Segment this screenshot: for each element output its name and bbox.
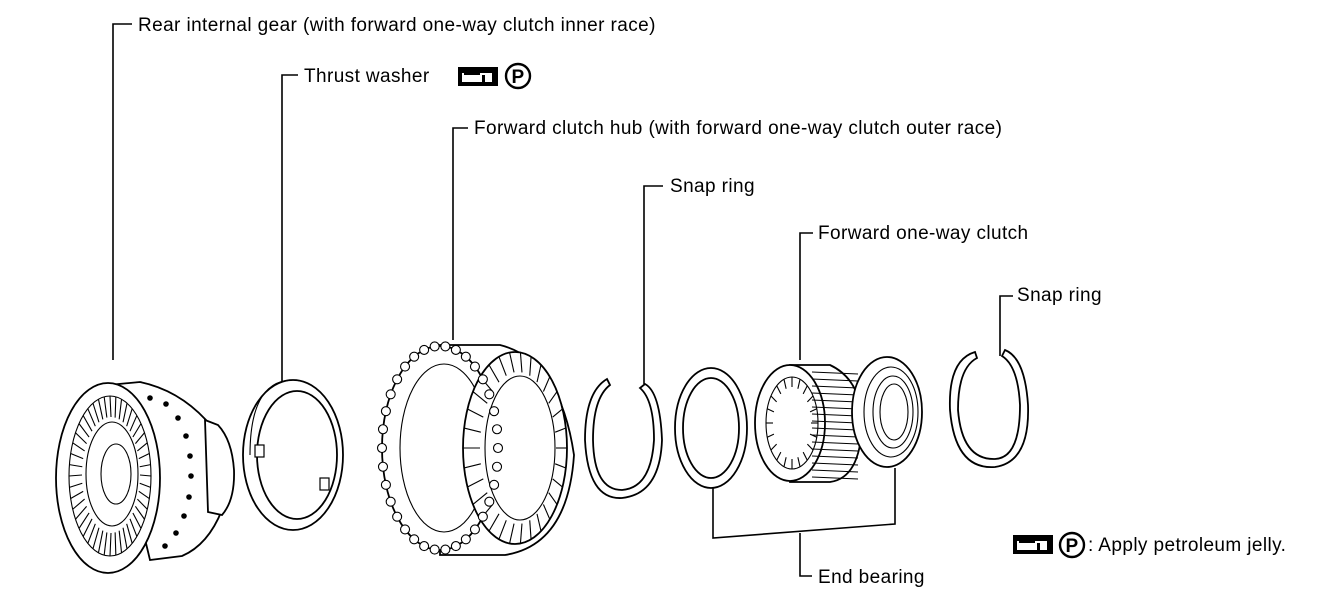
legend-text: : Apply petroleum jelly. — [1088, 535, 1286, 556]
leader-lines — [112, 23, 1013, 577]
end-bearing-1-drawing — [674, 367, 748, 489]
thrust-washer-jelly-symbol: P — [458, 62, 532, 90]
legend: P : Apply petroleum jelly. — [1013, 531, 1286, 559]
thrust-washer-drawing — [242, 379, 344, 531]
rear-internal-gear-drawing — [55, 381, 235, 574]
forward-one-way-clutch-drawing — [754, 364, 863, 483]
label-snap-ring-1: Snap ring — [670, 176, 755, 197]
p-circle-letter: P — [511, 67, 524, 88]
label-forward-one-way-clutch: Forward one-way clutch — [818, 223, 1029, 244]
legend-p-letter: P — [1065, 536, 1078, 557]
leader-end-bearing — [712, 468, 896, 539]
leader-snap-ring-1 — [643, 185, 663, 384]
p-circle-icon — [1058, 531, 1086, 559]
label-rear-internal-gear: Rear internal gear (with forward one-way… — [138, 15, 656, 36]
label-thrust-washer: Thrust washer — [304, 66, 430, 87]
petroleum-jelly-icon — [458, 67, 498, 86]
label-forward-clutch-hub: Forward clutch hub (with forward one-way… — [474, 118, 1002, 139]
snap-ring-1-drawing — [584, 377, 663, 499]
label-snap-ring-2: Snap ring — [1017, 285, 1102, 306]
leader-forward-clutch-hub — [452, 127, 468, 340]
p-circle-icon — [504, 62, 532, 90]
end-bearing-2-drawing — [851, 356, 923, 468]
leader-snap-ring-2 — [999, 295, 1013, 356]
leader-forward-one-way-clutch — [799, 232, 813, 360]
snap-ring-2-drawing — [949, 348, 1029, 468]
forward-clutch-hub-drawing — [376, 341, 575, 556]
label-end-bearing: End bearing — [818, 567, 925, 588]
leader-end-bearing-stem — [799, 533, 812, 577]
petroleum-jelly-icon — [1013, 535, 1053, 554]
leader-rear-internal-gear — [112, 23, 132, 360]
leader-thrust-washer — [281, 74, 298, 382]
